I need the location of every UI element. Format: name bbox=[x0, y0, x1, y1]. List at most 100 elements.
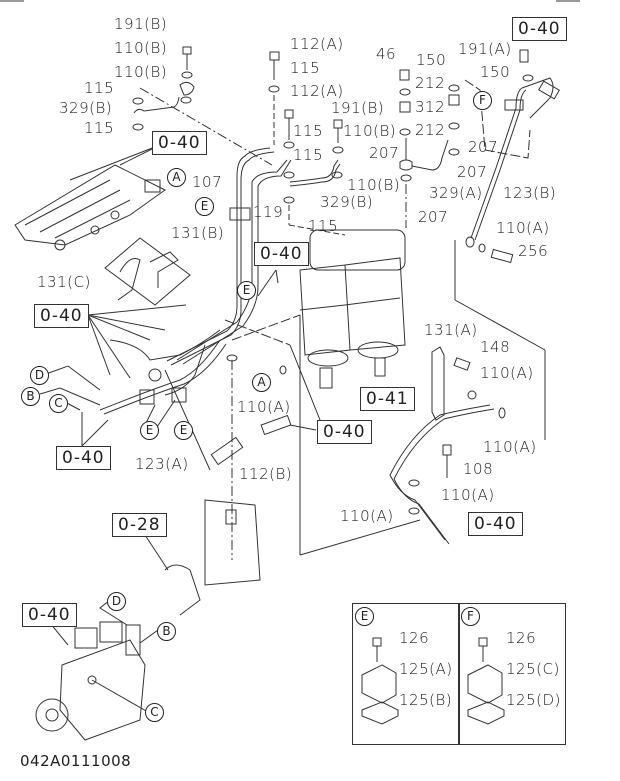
part-label: 108 bbox=[463, 460, 494, 478]
callout-marker: F bbox=[461, 607, 480, 626]
part-label: 312 bbox=[415, 98, 446, 116]
fitting-112b bbox=[210, 436, 244, 466]
pipe-123b bbox=[521, 77, 554, 119]
washer-110a bbox=[478, 243, 486, 253]
part-label: 150 bbox=[416, 51, 447, 69]
pipe bbox=[164, 344, 206, 396]
callout-marker: D bbox=[30, 366, 49, 385]
eye-fitting bbox=[148, 368, 162, 382]
part-label: 110(A) bbox=[483, 438, 537, 456]
reference-box[interactable]: 0-40 bbox=[34, 304, 89, 328]
washer-110a bbox=[408, 479, 420, 487]
washer bbox=[279, 365, 287, 375]
bolt-191a bbox=[519, 49, 529, 63]
washer-110a bbox=[408, 507, 420, 515]
leader-line bbox=[45, 365, 101, 391]
bolt-112a bbox=[284, 109, 294, 119]
clamp-e bbox=[229, 207, 251, 221]
leader-line bbox=[139, 629, 159, 644]
sleeve bbox=[538, 80, 560, 100]
callout-marker: C bbox=[49, 394, 68, 413]
part-label: 256 bbox=[518, 242, 549, 260]
reference-box[interactable]: 0-40 bbox=[468, 512, 523, 536]
pipe-123b bbox=[470, 87, 523, 239]
part-label: 125(B) bbox=[399, 691, 453, 709]
part-label: 212 bbox=[415, 121, 446, 139]
part-label: 110(B) bbox=[114, 63, 168, 81]
pipe-329b bbox=[289, 159, 339, 183]
washer-115 bbox=[283, 196, 295, 204]
part-label: 110(A) bbox=[237, 398, 291, 416]
washer-115 bbox=[283, 171, 295, 179]
callout-marker: A bbox=[167, 168, 186, 187]
reference-box[interactable]: 0-40 bbox=[317, 420, 372, 444]
leader-line bbox=[87, 314, 131, 379]
leader-line bbox=[87, 314, 151, 341]
spacer bbox=[225, 509, 237, 525]
bolt-108 bbox=[442, 444, 452, 456]
pipe-107 bbox=[170, 151, 275, 366]
part-label: 125(A) bbox=[399, 660, 453, 678]
part-label: 115 bbox=[84, 79, 115, 97]
part-label: 131(C) bbox=[37, 273, 91, 291]
bolt-212 bbox=[448, 94, 460, 106]
leader-bracket bbox=[299, 519, 421, 556]
pipe-123a bbox=[103, 343, 227, 415]
part-label: 126 bbox=[506, 629, 537, 647]
eye-fitting bbox=[399, 159, 413, 171]
fuel-filter-assembly bbox=[299, 229, 406, 389]
reference-box[interactable]: 0-40 bbox=[22, 603, 77, 627]
pipe-119 bbox=[182, 159, 292, 365]
washer-207 bbox=[448, 148, 460, 156]
injection-pump-top bbox=[14, 144, 166, 251]
part-label: 131(A) bbox=[424, 321, 478, 339]
reference-box[interactable]: 0-40 bbox=[512, 17, 567, 41]
reference-box[interactable]: 0-40 bbox=[254, 242, 309, 266]
part-label: 207 bbox=[369, 144, 400, 162]
callout-marker: B bbox=[157, 622, 176, 641]
reference-box[interactable]: 0-41 bbox=[360, 387, 415, 411]
pipe-123a bbox=[99, 339, 221, 411]
part-label: 112(A) bbox=[290, 82, 344, 100]
bracket-131c bbox=[117, 258, 141, 301]
leader-bracket bbox=[464, 79, 531, 159]
part-label: 107 bbox=[192, 173, 223, 191]
nut-312 bbox=[399, 101, 411, 113]
center-line bbox=[231, 314, 301, 341]
bolt-148 bbox=[453, 357, 471, 371]
part-label: 110(A) bbox=[496, 219, 550, 237]
callout-marker: F bbox=[473, 91, 492, 110]
part-label: 191(B) bbox=[331, 99, 385, 117]
bolt-191b bbox=[333, 119, 343, 129]
part-label: 207 bbox=[457, 163, 488, 181]
clamp-e bbox=[139, 389, 155, 405]
washer-115 bbox=[268, 85, 280, 93]
bracket-group-outline bbox=[104, 237, 191, 306]
leader-line bbox=[87, 304, 187, 316]
bolt-112a bbox=[269, 51, 280, 61]
bolt-191b bbox=[182, 46, 192, 70]
part-label: 115 bbox=[290, 59, 321, 77]
washer-110b bbox=[181, 71, 193, 79]
part-label: 110(B) bbox=[114, 39, 168, 57]
leader-line bbox=[144, 534, 169, 571]
reference-box[interactable]: 0-40 bbox=[56, 446, 111, 470]
part-label: 207 bbox=[468, 138, 499, 156]
part-label: 112(B) bbox=[239, 465, 293, 483]
callout-marker: E bbox=[355, 607, 374, 626]
bolt-256 bbox=[490, 248, 514, 264]
part-label: 191(A) bbox=[458, 40, 512, 58]
clamp-e-detail bbox=[361, 637, 399, 725]
callout-marker: E bbox=[140, 421, 159, 440]
reference-box[interactable]: 0-28 bbox=[112, 513, 167, 537]
sensor bbox=[260, 414, 292, 436]
reference-box[interactable]: 0-40 bbox=[152, 131, 207, 155]
part-label: 125(C) bbox=[506, 660, 560, 678]
part-label: 46 bbox=[376, 45, 397, 63]
leader-line bbox=[289, 424, 317, 431]
callout-marker: D bbox=[107, 592, 126, 611]
callout-marker: C bbox=[145, 703, 164, 722]
part-label: 131(B) bbox=[171, 224, 225, 242]
inset-clamp-e bbox=[352, 603, 460, 745]
figure-number: 042A0111008 bbox=[20, 752, 132, 770]
